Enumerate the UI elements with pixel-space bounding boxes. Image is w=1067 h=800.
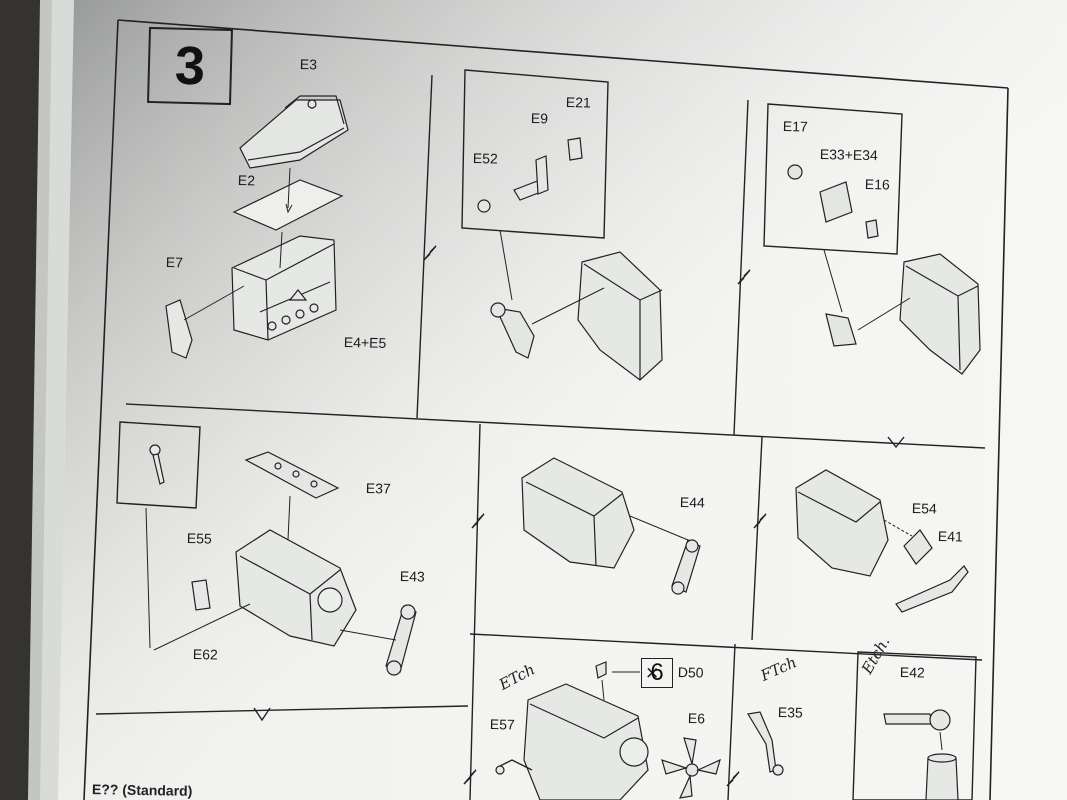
quantity-box: 6	[641, 658, 673, 688]
label-e7: E7	[165, 254, 184, 271]
valve-cover-part	[244, 451, 340, 499]
fan-part	[661, 737, 721, 799]
side-bracket-part	[165, 299, 193, 359]
e35-part	[747, 711, 784, 776]
label-e4-e5: E4+E5	[343, 334, 387, 351]
small-bracket-part	[191, 579, 211, 611]
engine-block-part-4	[235, 529, 357, 647]
label-e42: E42	[899, 664, 925, 681]
oil-pan-part	[239, 95, 349, 169]
inset-box-e9	[461, 69, 609, 239]
e42-part	[883, 709, 959, 800]
footer-text: E?? (Standard)	[91, 781, 193, 799]
bolt-part	[149, 444, 165, 485]
engine-block-part-7	[523, 683, 649, 800]
engine-block-part	[231, 235, 337, 341]
label-e44: E44	[679, 494, 705, 511]
label-e52: E52	[472, 150, 498, 167]
starter-part	[787, 164, 879, 347]
label-e41: E41	[937, 528, 963, 545]
d50-part	[595, 661, 607, 679]
label-e37: E37	[365, 480, 391, 497]
label-d50: D50	[677, 664, 704, 681]
label-e54: E54	[911, 500, 937, 517]
label-e16: E16	[864, 176, 890, 193]
e41-arm-part	[895, 565, 969, 613]
step-number: 3	[147, 26, 233, 106]
label-e35: E35	[777, 704, 803, 721]
inset-box-bolt	[116, 421, 201, 509]
label-e43: E43	[399, 568, 425, 585]
pulley-bracket-part	[385, 604, 417, 676]
engine-block-part-6	[795, 469, 889, 577]
label-e2: E2	[237, 172, 256, 189]
label-e3: E3	[299, 56, 318, 73]
inset-box-e42	[852, 651, 977, 800]
label-e6: E6	[687, 710, 706, 727]
engine-block-part-3	[899, 253, 981, 375]
label-e9: E9	[530, 110, 549, 127]
label-e55: E55	[186, 530, 212, 547]
e44-bracket-part	[671, 539, 701, 595]
engine-block-part-2	[577, 251, 663, 381]
label-e33-e34: E33+E34	[819, 146, 878, 164]
e54-part	[903, 529, 933, 565]
fuel-pump-part	[477, 137, 583, 359]
label-e21: E21	[565, 94, 591, 111]
label-e17: E17	[782, 118, 808, 135]
inset-box-e33	[763, 103, 903, 255]
label-e57: E57	[489, 716, 515, 733]
label-e62: E62	[192, 646, 218, 663]
engine-block-part-5	[521, 457, 635, 569]
